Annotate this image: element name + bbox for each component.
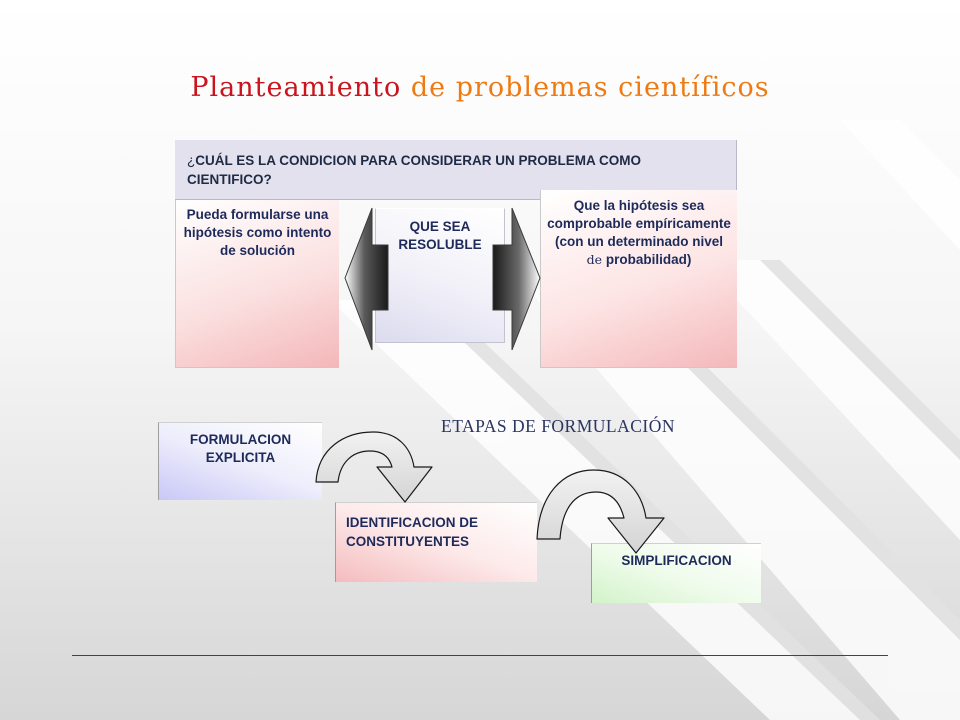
double-arrow-left-icon: [344, 207, 389, 351]
double-arrow-right-icon: [492, 207, 541, 351]
stages-heading: ETAPAS DE FORMULACIÓN: [441, 416, 676, 436]
stage-step-simplification: SIMPLIFICACION: [591, 543, 761, 603]
condition-center-text: QUE SEA RESOLUBLE: [398, 219, 482, 252]
condition-right-line-1: Que la hipótesis sea comprobable empíric…: [547, 198, 731, 231]
question-mark: ¿: [187, 153, 196, 168]
curved-arrow-icon: [315, 431, 433, 503]
condition-right-line-2: (con un determinado nivel de probabilida…: [547, 233, 731, 269]
curved-arrow-icon: [536, 469, 665, 554]
question-text: CUÁL ES LA CONDICION PARA CONSIDERAR UN …: [187, 153, 642, 187]
condition-left-box: Pueda formularse una hipótesis como inte…: [175, 200, 339, 368]
condition-right-line-2-end: probabilidad): [605, 252, 692, 267]
page-title: Planteamiento de problemas científicos: [0, 72, 960, 103]
condition-right-line-2-start: (con un determinado nivel: [554, 234, 724, 249]
condition-left-text: Pueda formularse una hipótesis como inte…: [183, 207, 332, 258]
condition-right-line-2-de: de: [586, 252, 603, 267]
footer-divider: [72, 655, 888, 656]
question-text-block: ¿CUÁL ES LA CONDICION PARA CONSIDERAR UN…: [187, 151, 724, 189]
title-part-2: de problemas científicos: [410, 72, 770, 103]
stage-step-formulation: FORMULACION EXPLICITA: [158, 422, 322, 500]
title-part-1: Planteamiento: [190, 72, 402, 103]
stage-step-identification: IDENTIFICACION DE CONSTITUYENTES: [335, 502, 537, 582]
condition-right-box: Que la hipótesis sea comprobable empíric…: [540, 190, 737, 368]
